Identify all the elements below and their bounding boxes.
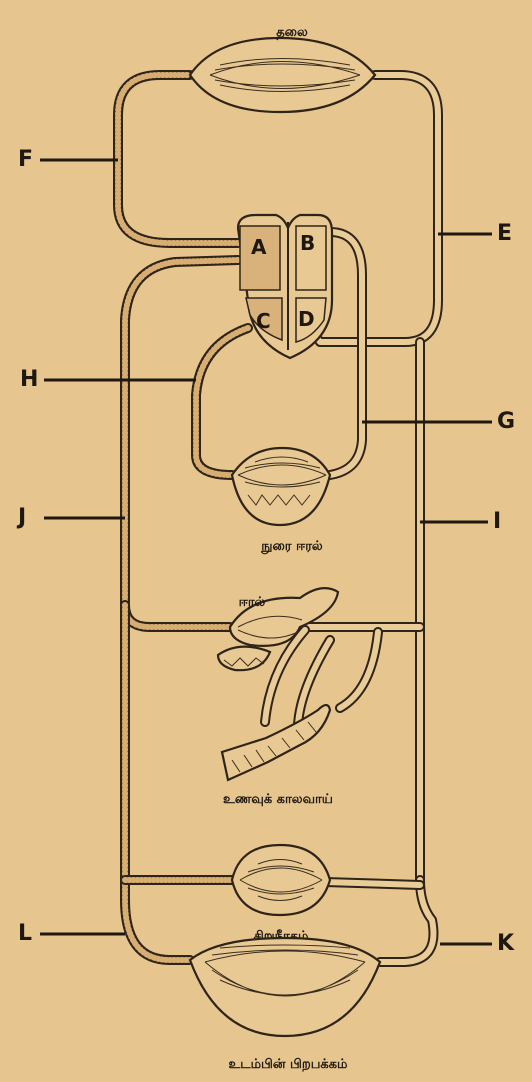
label-g: G bbox=[497, 409, 515, 434]
chamber-label-b: B bbox=[300, 231, 315, 255]
chamber-label-c: C bbox=[256, 309, 271, 333]
body-organ: உடம்பின் பிறபக்கம் bbox=[190, 938, 380, 1072]
liver-label: ஈரல் bbox=[239, 595, 266, 610]
vessel-h bbox=[196, 328, 248, 475]
gut-organ: உணவுக் காலவாய் bbox=[222, 705, 333, 807]
label-j: J bbox=[16, 505, 26, 530]
body-label: உடம்பின் பிறபக்கம் bbox=[228, 1057, 348, 1072]
heart: A B C D bbox=[238, 215, 332, 358]
kidney-organ: சிறுநீரகம் bbox=[232, 845, 330, 944]
chamber-label-d: D bbox=[298, 307, 315, 331]
lungs-organ: நுரை ஈரல் bbox=[232, 448, 330, 554]
label-k: K bbox=[497, 931, 515, 956]
head-organ: தலை bbox=[190, 25, 375, 112]
label-e: E bbox=[497, 221, 512, 246]
vessel-j bbox=[125, 260, 238, 627]
label-h: H bbox=[20, 367, 38, 392]
gut-label: உணவுக் காலவாய் bbox=[223, 792, 333, 807]
head-label: தலை bbox=[276, 25, 308, 40]
label-i: I bbox=[493, 509, 501, 534]
lungs-label: நுரை ஈரல் bbox=[260, 539, 323, 554]
label-f: F bbox=[18, 147, 33, 172]
chamber-label-a: A bbox=[251, 235, 267, 259]
label-l: L bbox=[18, 921, 32, 946]
vessel-k bbox=[380, 880, 433, 962]
vessel-l bbox=[125, 605, 190, 960]
